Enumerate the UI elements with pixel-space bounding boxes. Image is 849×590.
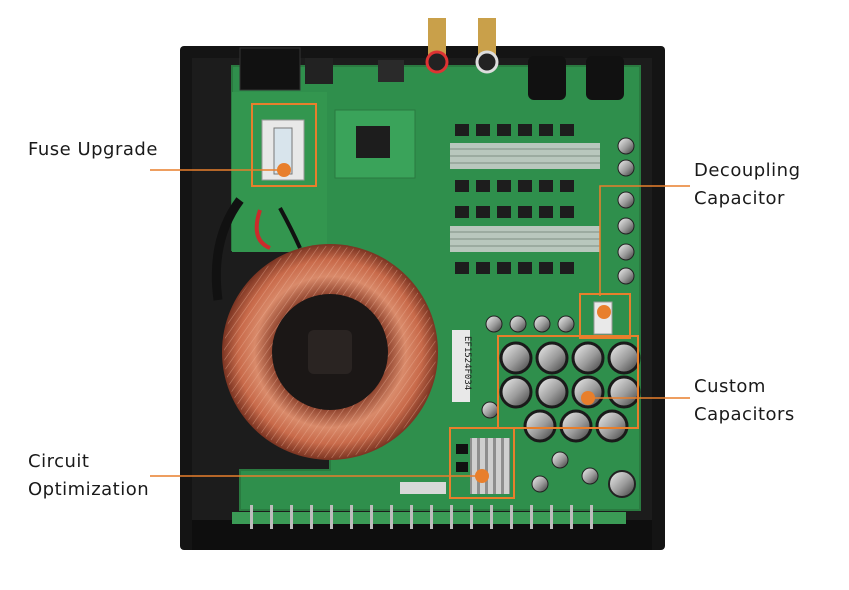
power-inlet (239, 47, 301, 91)
custom-capacitor-bank (481, 341, 641, 498)
custom-capacitors-label: Custom Capacitors (694, 373, 795, 429)
mains-wires (211, 197, 302, 301)
callout-lines (150, 169, 690, 477)
callout-dots (277, 163, 611, 483)
small-capacitors-right (617, 137, 635, 285)
circuit-label-line1: Circuit (28, 451, 90, 472)
circuit-label-line2: Optimization (28, 479, 150, 500)
decoupling-label-line2: Capacitor (694, 188, 785, 209)
xlr-connectors (528, 56, 624, 100)
circuit-optimization-label: Circuit Optimization (28, 448, 149, 504)
serial-label: EF1524F034 (452, 330, 472, 402)
serial-number: EF1524F034 (462, 336, 472, 390)
usb-port (378, 60, 404, 82)
decoupling-label-line1: Decoupling (694, 160, 801, 181)
dsp-chip (356, 126, 390, 158)
circuit-callout-dot (475, 469, 489, 483)
power-switch (305, 58, 333, 84)
amplifier-ic-rows (455, 124, 574, 274)
regulator-ics (456, 444, 468, 472)
fuse-callout-dot (277, 163, 291, 177)
custom-callout-dot (581, 391, 595, 405)
fuse-upgrade-label: Fuse Upgrade (28, 136, 158, 164)
pin-header-stripes (450, 148, 600, 247)
custom-label-line2: Capacitors (694, 404, 795, 425)
transformer-bolt-plate (308, 330, 352, 374)
rca-jacks (425, 18, 499, 74)
chassis-front-panel (192, 520, 652, 550)
decoupling-callout-dot (597, 305, 611, 319)
custom-capacitors-highlight-box (497, 335, 639, 429)
highlight-boxes (251, 103, 639, 499)
decoupling-capacitor-label: Decoupling Capacitor (694, 157, 801, 213)
decoupling-highlight-box (579, 293, 631, 339)
decoupling-callout-line (599, 185, 690, 296)
fuse-highlight-box (251, 103, 317, 187)
circuit-highlight-box (449, 427, 515, 499)
front-pins (250, 505, 593, 529)
regulator-heatsink (470, 438, 510, 494)
ribbon-connector (400, 482, 446, 494)
fuse-label-line1: Fuse Upgrade (28, 139, 158, 160)
custom-label-line1: Custom (694, 376, 766, 397)
